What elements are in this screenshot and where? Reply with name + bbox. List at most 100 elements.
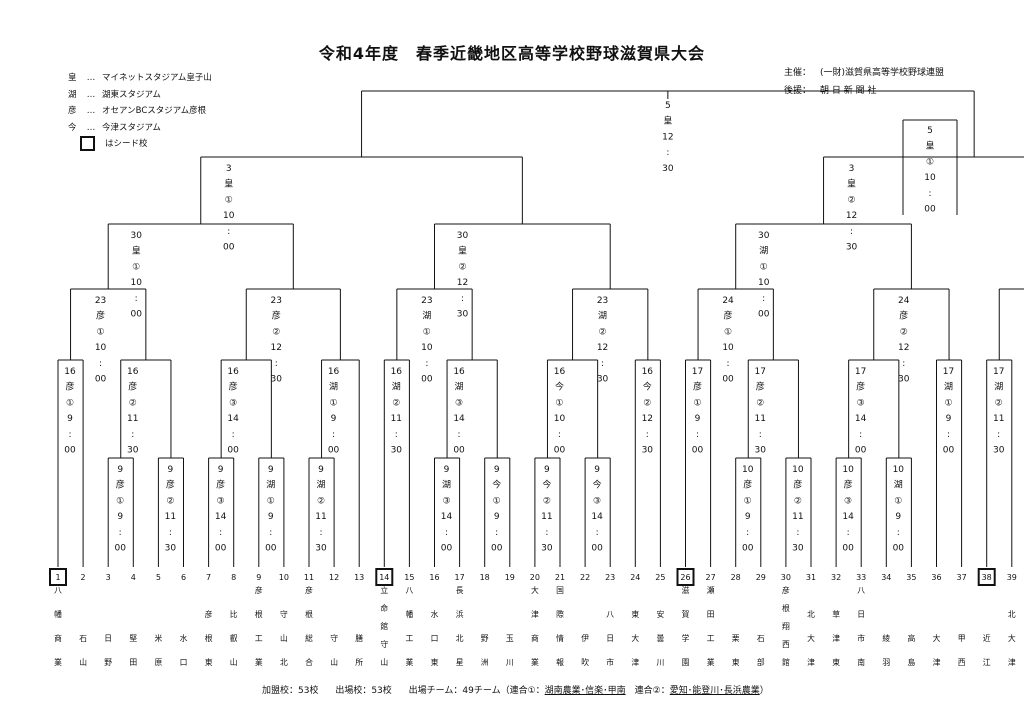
team-number: 20	[530, 573, 540, 582]
match-minute: 30	[597, 375, 609, 385]
match-date: 10	[842, 465, 854, 475]
team-name-char: 西	[782, 640, 790, 649]
match-minute: 00	[554, 446, 566, 456]
match-hour: 9	[331, 414, 337, 424]
match-minute: 00	[491, 544, 503, 554]
match-game-number: ②	[317, 496, 325, 506]
match-venue: 彦	[65, 381, 74, 393]
match-minute: 30	[541, 544, 553, 554]
match-game-number: ②	[900, 327, 908, 337]
team-name-char: 長	[456, 586, 464, 595]
team-number: 4	[131, 573, 136, 582]
team-name-char: 東	[732, 657, 740, 667]
team-name-char: 曇	[657, 634, 665, 643]
team-number: 30	[781, 573, 791, 582]
match-game-number: ②	[129, 398, 137, 408]
team-name-char: 工	[255, 634, 263, 643]
match-minute: 00	[855, 446, 867, 456]
team-number: 8	[231, 573, 236, 582]
match-date: 23	[271, 296, 282, 306]
legend-row: 湖…湖東スタジアム	[68, 87, 212, 104]
team-number: 13	[354, 573, 364, 582]
match-minute: 00	[441, 544, 453, 554]
match-minute: 00	[215, 544, 227, 554]
match-game-number: ①	[555, 398, 563, 408]
match-venue: 彦	[856, 381, 865, 393]
team-name-char: 津	[631, 657, 639, 667]
team-name: 彦根東	[205, 609, 213, 667]
match-minute: 00	[742, 544, 754, 554]
match-game-number: ②	[166, 496, 174, 506]
match-hour: 11	[993, 414, 1004, 424]
match-venue: 彦	[116, 479, 125, 491]
team-name-char: 大	[1008, 633, 1016, 643]
team-name-char: 業	[255, 657, 263, 667]
match-game-number: ②	[599, 327, 607, 337]
team-number: 9	[256, 573, 261, 582]
team-name-char: 水	[431, 609, 439, 619]
match-game-number: ①	[493, 496, 501, 506]
team-name-char: 根	[255, 609, 263, 619]
match-date: 16	[227, 367, 239, 377]
match-venue: 皇	[925, 140, 934, 152]
legend-venue-name: 湖東スタジアム	[102, 89, 161, 100]
match-hour: 12	[457, 278, 468, 288]
team-name: 大津	[933, 633, 941, 667]
match-venue: 皇	[224, 178, 233, 190]
match-game-number: ①	[423, 327, 431, 337]
match-hour: 9	[67, 414, 73, 424]
match-game-number: ①	[132, 262, 140, 272]
match-date: 9	[318, 465, 324, 475]
match-game-number: ①	[760, 262, 768, 272]
match-venue: 彦	[166, 479, 175, 491]
team-number: 2	[81, 573, 86, 582]
match-minute: 30	[993, 446, 1005, 456]
time-separator: :	[99, 359, 102, 369]
time-separator: :	[169, 528, 172, 538]
match-hour: 11	[792, 512, 803, 522]
team-name-char: 東	[431, 657, 439, 667]
team-name: 守山	[330, 633, 338, 667]
time-separator: :	[135, 294, 138, 304]
time-separator: :	[902, 359, 905, 369]
match-venue: 湖	[994, 382, 1003, 393]
legend-key: 皇	[68, 73, 77, 83]
match-venue: 彦	[724, 310, 733, 322]
team-number: 21	[555, 573, 565, 582]
team-name-char: 比	[230, 609, 238, 619]
match-hour: 11	[315, 512, 326, 522]
match-game-number: ①	[693, 398, 701, 408]
match-venue: 皇	[663, 115, 672, 127]
match-date: 9	[218, 465, 224, 475]
team-name: 東大津	[631, 609, 639, 667]
match-minute: 00	[130, 310, 142, 320]
match-hour: 12	[898, 343, 909, 353]
team-name-char: 命	[380, 603, 388, 613]
team-name-char: 口	[180, 658, 188, 667]
match-venue: 彦	[216, 479, 225, 491]
participating-schools: 出場校：53校	[335, 686, 392, 696]
team-name-char: 島	[908, 657, 916, 667]
match-hour: 10	[722, 343, 734, 353]
match-game-number: ①	[66, 398, 74, 408]
match-hour: 14	[215, 512, 227, 522]
team-number: 24	[630, 573, 640, 582]
seed-box-icon	[80, 136, 95, 151]
match-venue: 湖	[894, 480, 903, 491]
match-date: 30	[758, 231, 770, 241]
time-separator: :	[458, 430, 461, 440]
time-separator: :	[495, 528, 498, 538]
team-name-char: 八	[406, 586, 414, 595]
